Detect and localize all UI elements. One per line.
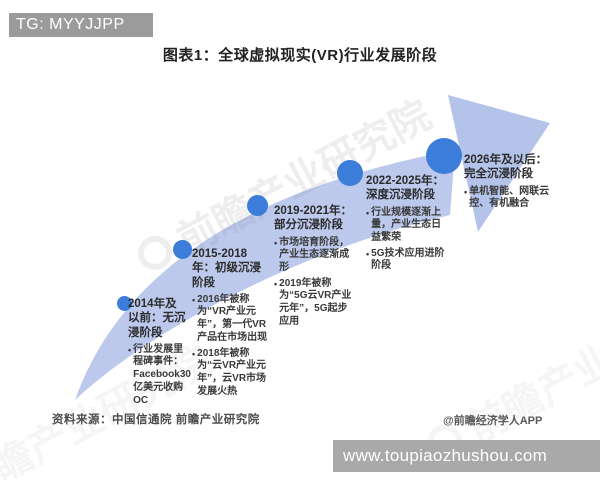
bullet-marker-icon: • xyxy=(366,207,370,218)
bullet-marker-icon: • xyxy=(274,237,278,248)
bullet-marker-icon: • xyxy=(192,348,196,359)
bullet-text: 5G技术应用进阶阶段 xyxy=(371,247,445,272)
credit-note: @前瞻经济学人APP xyxy=(443,415,543,427)
stage-title: 2014年及以前：无沉浸阶段 xyxy=(128,298,186,339)
arrow-head xyxy=(448,95,550,232)
bullet-text: 2019年被称为“5G云VR产业元年”，5G起步应用 xyxy=(279,277,352,327)
stage-node-3 xyxy=(247,195,268,216)
stage-node-4 xyxy=(337,160,363,186)
stage-bullets: • 单机智能、网联云控、有机融合 xyxy=(464,186,550,211)
bullet-text: 市场培育阶段，产业生态逐渐成形 xyxy=(279,236,350,273)
stage-title: 2019-2021年：部分沉浸阶段 xyxy=(274,205,352,232)
chart-title: 图表1：全球虚拟现实(VR)行业发展阶段 xyxy=(162,47,438,64)
stage-bullets: • 行业规模逐渐上量，产业生态日益繁荣 • 5G技术应用进阶阶段 xyxy=(366,207,446,273)
stage-bullet: • 2016年被称为“VR产业元年”，第一代VR产品在市场出现 xyxy=(192,294,268,345)
stage-node-5 xyxy=(426,138,462,174)
stage-bullet: • 单机智能、网联云控、有机融合 xyxy=(464,186,550,211)
bullet-text: 行业规模逐渐上量，产业生态日益繁荣 xyxy=(371,206,442,243)
stage-title: 2022-2025年：深度沉浸阶段 xyxy=(366,175,444,202)
stage-bullets: • 市场培育阶段，产业生态逐渐成形 • 2019年被称为“5G云VR产业元年”，… xyxy=(274,237,354,329)
stage-block-2: 2015-2018年：初级沉浸阶段 • 2016年被称为“VR产业元年”，第一代… xyxy=(192,247,268,401)
stage-block-4: 2022-2025年：深度沉浸阶段 • 行业规模逐渐上量，产业生态日益繁荣 • … xyxy=(366,174,446,276)
stage-bullet: • 2018年被称为“云VR产业元年”，云VR市场发展火热 xyxy=(192,348,268,399)
bullet-marker-icon: • xyxy=(366,248,370,259)
data-source-note: 资料来源：中国信通院 前瞻产业研究院 xyxy=(52,414,260,426)
stage-bullet: • 市场培育阶段，产业生态逐渐成形 xyxy=(274,237,354,275)
bullet-marker-icon: • xyxy=(128,344,132,355)
stage-bullet: • 行业规模逐渐上量，产业生态日益繁荣 xyxy=(366,207,446,245)
bullet-text: 2018年被称为“云VR产业元年”，云VR市场发展火热 xyxy=(197,347,267,397)
arrow-body xyxy=(75,150,455,400)
bullet-marker-icon: • xyxy=(274,278,278,289)
bullet-marker-icon: • xyxy=(464,186,468,197)
stage-title: 2026年及以后：完全沉浸阶段 xyxy=(464,154,548,181)
site-watermark-bar: www.toupiaozhushou.com xyxy=(333,440,600,472)
stage-bullets: • 行业发展里程碑事件：Facebook30亿美元收购OC xyxy=(128,343,191,407)
stage-title: 2015-2018年：初级沉浸阶段 xyxy=(192,248,261,289)
stage-block-5: 2026年及以后：完全沉浸阶段 • 单机智能、网联云控、有机融合 xyxy=(464,153,550,214)
bullet-text: 2016年被称为“VR产业元年”，第一代VR产品在市场出现 xyxy=(197,293,268,343)
stage-bullet: • 5G技术应用进阶阶段 xyxy=(366,248,446,273)
bullet-marker-icon: • xyxy=(192,294,196,305)
stage-node-1 xyxy=(117,296,132,311)
tg-channel-badge: TG: MYYJJPP xyxy=(9,13,153,37)
stage-bullet: • 行业发展里程碑事件：Facebook30亿美元收购OC xyxy=(128,343,191,407)
bullet-text: 行业发展里程碑事件：Facebook30亿美元收购OC xyxy=(133,343,191,406)
stage-node-2 xyxy=(173,240,192,259)
stage-block-1: 2014年及以前：无沉浸阶段 • 行业发展里程碑事件：Facebook30亿美元… xyxy=(128,297,191,410)
bullet-text: 单机智能、网联云控、有机融合 xyxy=(469,185,550,210)
stage-bullet: • 2019年被称为“5G云VR产业元年”，5G起步应用 xyxy=(274,278,354,329)
stage-block-3: 2019-2021年：部分沉浸阶段 • 市场培育阶段，产业生态逐渐成形 • 20… xyxy=(274,204,354,331)
stage-bullets: • 2016年被称为“VR产业元年”，第一代VR产品在市场出现 • 2018年被… xyxy=(192,294,268,399)
